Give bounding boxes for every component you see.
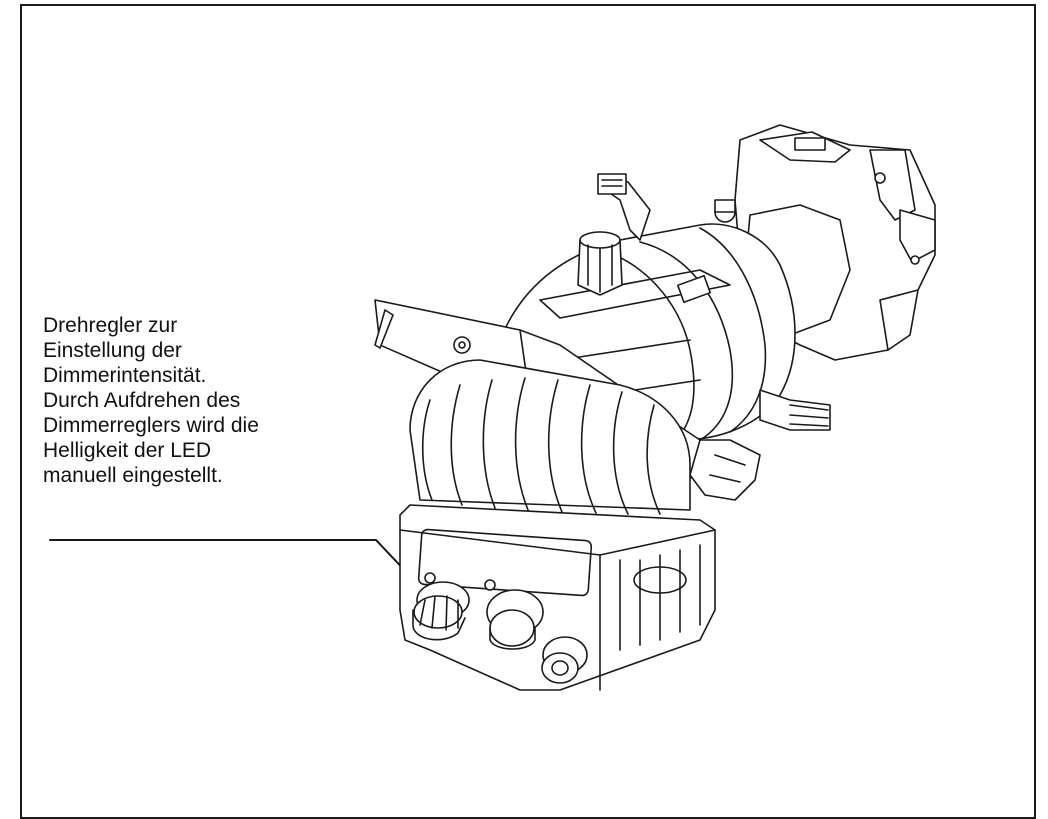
shutter-handle-top	[597, 173, 651, 241]
heatsink	[409, 359, 691, 515]
focus-knob	[577, 231, 623, 296]
callout-text: Drehregler zur Einstellung der Dimmerint…	[43, 313, 333, 488]
callout-line-7: manuell eingestellt.	[43, 464, 223, 487]
callout-line-6: Helligkeit der LED	[43, 439, 212, 462]
callout-line-2: Einstellung der	[43, 339, 182, 362]
connector-2	[541, 636, 588, 684]
callout-line-1: Drehregler zur	[43, 314, 178, 337]
shutter-handle-bottom	[759, 389, 831, 431]
callout-line-4: Durch Aufdrehen des	[43, 389, 241, 412]
control-base	[399, 504, 716, 691]
callout-leader-line	[49, 539, 431, 598]
callout-line-5: Dimmerreglers wird die	[43, 414, 259, 437]
dimmer-knob	[412, 581, 470, 641]
connector-1	[486, 589, 544, 650]
callout-line-3: Dimmerintensität.	[43, 364, 207, 387]
